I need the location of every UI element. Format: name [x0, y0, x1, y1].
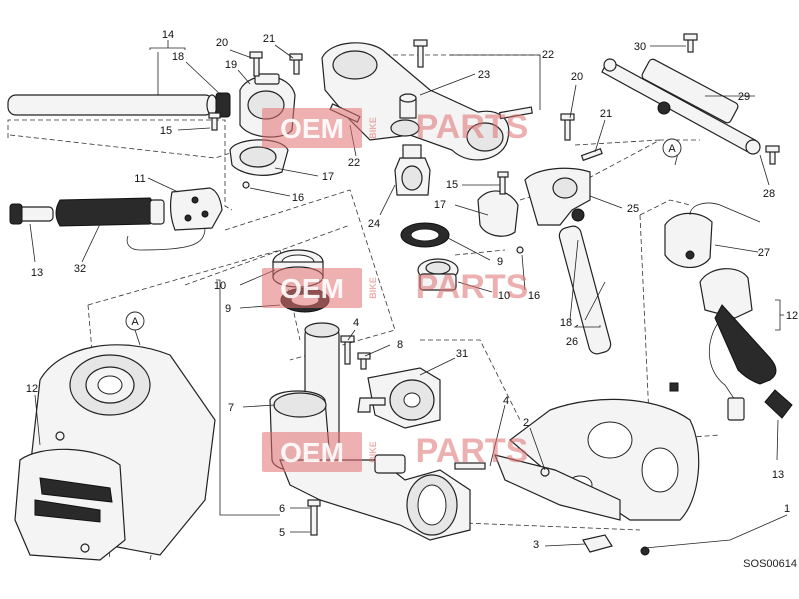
callout-label: 9	[225, 303, 231, 315]
callout-label: 7	[228, 402, 234, 414]
callout-label: 5	[279, 527, 285, 539]
callout-label: 32	[74, 263, 86, 275]
leader-lines	[29, 40, 788, 549]
callout-label: 22	[348, 157, 360, 169]
bolts-4-8	[340, 335, 486, 470]
bolts-left-clamp	[208, 51, 303, 189]
callout-label: 28	[763, 188, 775, 200]
callout-label: 18	[172, 51, 184, 63]
watermark-side-text: BIKE	[368, 277, 378, 299]
reference-markers: A A	[125, 138, 682, 331]
callout-label: 1	[784, 503, 790, 515]
callout-label: 30	[634, 41, 646, 53]
callout-label: 20	[571, 71, 583, 83]
callout-label: 16	[528, 290, 540, 302]
watermark-right-text: PARTS	[416, 268, 529, 306]
reference-marker: A	[131, 316, 139, 328]
callout-label: 17	[434, 199, 446, 211]
callout-label: 29	[738, 91, 750, 103]
top-triple-clamp	[321, 42, 510, 161]
callout-label: 17	[322, 171, 334, 183]
steering-nut	[394, 144, 431, 196]
callout-label: 19	[225, 59, 237, 71]
callout-label: 21	[600, 108, 612, 120]
callout-label: 10	[214, 280, 226, 292]
watermark-right-text: PARTS	[416, 432, 529, 470]
callout-label: 10	[498, 290, 510, 302]
front-bracket	[494, 398, 700, 556]
callout-label: 4	[353, 317, 359, 329]
watermark-side-text: BIKE	[368, 117, 378, 139]
callout-label: 20	[216, 37, 228, 49]
callout-label: 25	[627, 203, 639, 215]
right-grip-assembly	[664, 202, 793, 421]
callout-label: 24	[368, 218, 380, 230]
handlebar-tube-left	[7, 92, 231, 118]
callout-label: 12	[26, 383, 38, 395]
drawing-code: SOS00614	[743, 558, 797, 570]
bearing-washers-center	[400, 222, 459, 291]
callout-label: 22	[542, 49, 554, 61]
callout-label: 6	[279, 503, 285, 515]
reference-marker: A	[668, 143, 676, 155]
watermark: OEM BIKE PARTS OEM BIKE PARTS OEM BIKE P…	[262, 108, 528, 472]
watermark-right-text: PARTS	[416, 108, 529, 146]
callout-label: 4	[503, 395, 509, 407]
handlebar-clamp-right	[477, 113, 603, 254]
callout-label: 15	[446, 179, 458, 191]
steering-damper	[601, 33, 780, 165]
callout-label: 26	[566, 336, 578, 348]
callout-label: 13	[31, 267, 43, 279]
watermark-left-text: OEM	[280, 437, 344, 468]
callout-label: 23	[478, 69, 490, 81]
callout-label: 2	[523, 417, 529, 429]
callout-label: 9	[497, 256, 503, 268]
handlebar-tube-right	[558, 208, 612, 355]
callout-label: 14	[162, 29, 174, 41]
watermark-left-text: OEM	[280, 113, 344, 144]
detail-a-frame	[14, 344, 216, 561]
callout-label: 11	[134, 173, 145, 185]
callout-label: 31	[456, 348, 468, 360]
callout-label: 15	[160, 125, 172, 137]
callout-label: 21	[263, 33, 275, 45]
callout-label: 16	[292, 192, 304, 204]
callout-label: 27	[758, 247, 770, 259]
callout-label: 18	[560, 317, 572, 329]
watermark-side-text: BIKE	[368, 441, 378, 463]
callout-labels: 14 18 20 19 21 15 17 16 11 13 32 22 23 2…	[26, 29, 798, 551]
left-grip-assembly	[9, 187, 223, 251]
callout-label: 8	[397, 339, 403, 351]
callout-label: 3	[533, 539, 539, 551]
watermark-left-text: OEM	[280, 273, 344, 304]
callout-label: 13	[772, 469, 784, 481]
horn	[357, 367, 441, 429]
callout-label: 12	[786, 310, 798, 322]
